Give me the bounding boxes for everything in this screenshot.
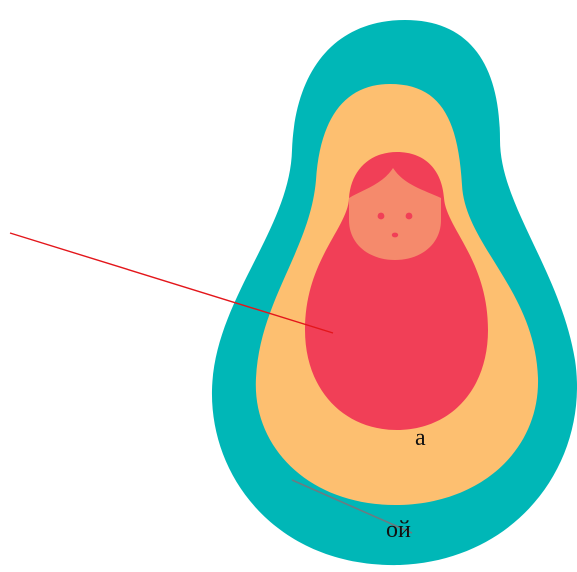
doll-eye-left — [378, 213, 385, 220]
label-fragment-oi: ой — [386, 518, 411, 542]
doll-mouth — [392, 233, 398, 238]
label-fragment-a: а — [415, 426, 426, 450]
doll-eye-right — [406, 213, 413, 220]
